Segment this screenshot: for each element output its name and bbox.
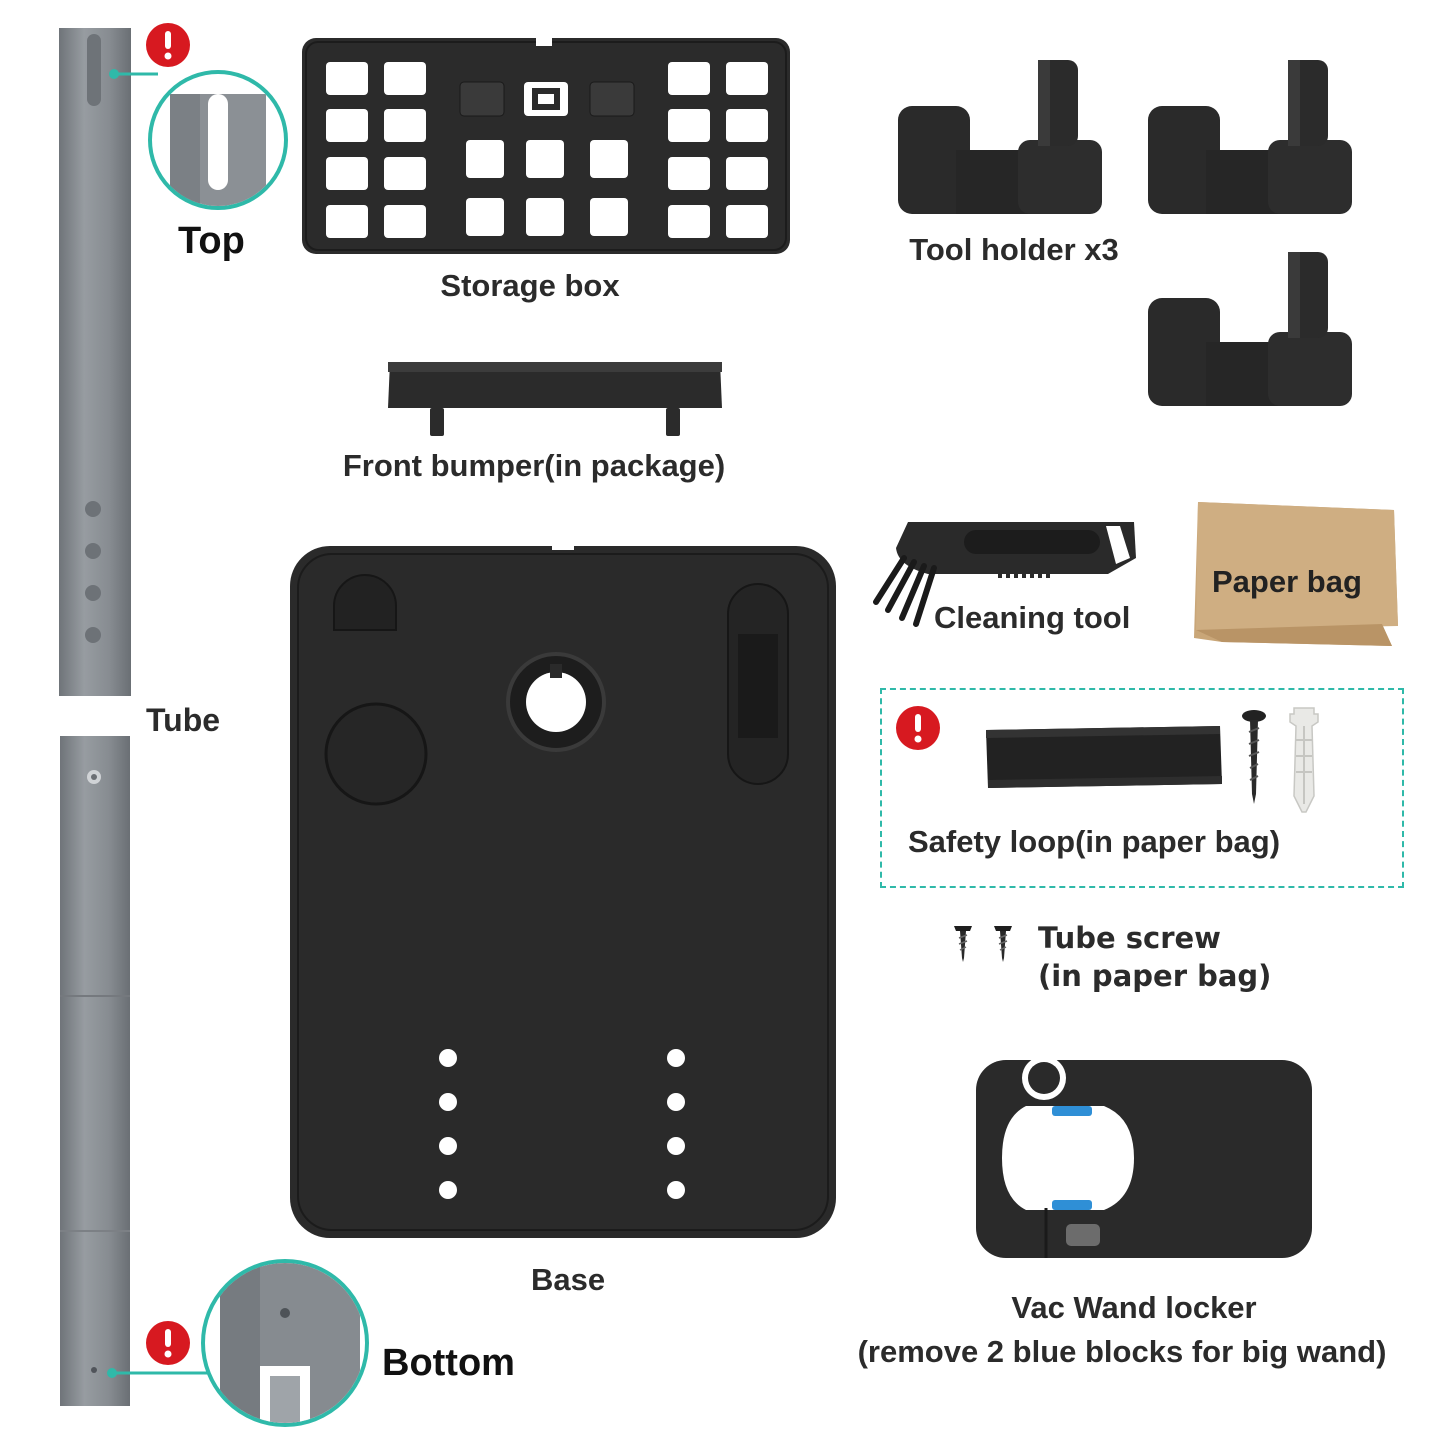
front-bumper-image [388,362,722,436]
storage-box-label: Storage box [440,268,620,303]
tool-holder-image [1148,60,1352,214]
vac-wand-locker-note: (remove 2 blue blocks for big wand) [857,1334,1387,1369]
vac-wand-locker-label: Vac Wand locker [1011,1290,1257,1325]
tube-label: Tube [146,702,221,738]
paper-bag-label: Paper bag [1212,564,1362,599]
tube-upper-section [59,28,131,1406]
tube-screw-image [954,926,972,962]
tube-bottom-detail [107,1259,369,1427]
safety-loop-group [880,688,1404,888]
base-plate-image [290,544,836,1238]
cleaning-tool-label: Cleaning tool [934,600,1131,635]
tube-screw-label: Tube screw [1038,921,1221,955]
tube-top-label: Top [178,220,245,262]
exclamation-circle-icon [896,706,940,750]
safety-loop-label: Safety loop(in paper bag) [908,824,1281,859]
vac-wand-locker-image [976,1058,1312,1258]
tool-holder-image [898,60,1102,214]
cleaning-tool-image [873,522,1136,627]
tube-top-detail [109,69,288,210]
storage-box-image [302,36,790,254]
exclamation-circle-icon [146,23,190,67]
exclamation-circle-icon [146,1321,190,1365]
safety-loop-strap-image [986,726,1222,788]
paper-bag-image [1194,502,1398,646]
tube-bottom-label: Bottom [382,1342,515,1384]
tube-screw-image [994,926,1012,962]
tool-holder-label: Tool holder x3 [909,232,1119,267]
tool-holder-image [1148,252,1352,406]
base-label: Base [530,1262,606,1297]
wall-anchor-image [1289,707,1319,813]
wall-screw-image [1242,710,1266,804]
tube-screw-sublabel: (in paper bag) [1038,959,1272,993]
front-bumper-label: Front bumper(in package) [342,448,726,483]
